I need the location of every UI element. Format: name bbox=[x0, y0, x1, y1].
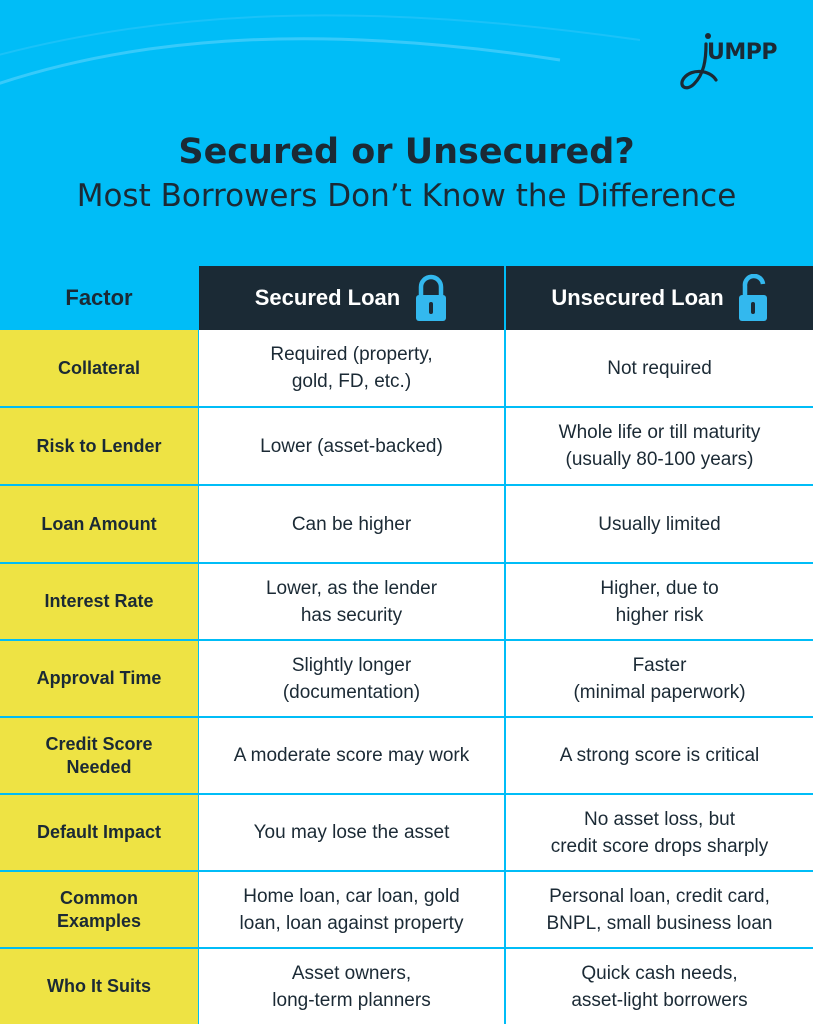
table-row: Default Impact You may lose the asset No a… bbox=[0, 795, 813, 870]
cell-text: Loan Amount bbox=[41, 513, 157, 534]
table-row: Credit Score Needed A moderate score may … bbox=[0, 718, 813, 793]
cell-secured: Slightly longer (documentation) bbox=[199, 641, 504, 716]
cell-unsecured: Higher, due to higher risk bbox=[506, 564, 813, 639]
cell-text: Asset owners, long-term planners bbox=[272, 962, 431, 1011]
cell-factor: Risk to Lender bbox=[0, 408, 198, 484]
jumpp-logo-icon bbox=[680, 33, 718, 90]
header-secured-loan: Secured Loan bbox=[199, 266, 504, 330]
cell-text: Credit Score Needed bbox=[45, 733, 153, 777]
cell-factor: Who It Suits bbox=[0, 949, 198, 1024]
page-title: Secured or Unsecured? bbox=[178, 132, 635, 172]
header-factor: Factor bbox=[65, 285, 133, 310]
cell-factor: Default Impact bbox=[0, 795, 198, 870]
logo-text: UMPP bbox=[707, 40, 778, 65]
cell-unsecured: Usually limited bbox=[506, 486, 813, 562]
cell-secured: A moderate score may work bbox=[199, 718, 504, 793]
table-row: Loan Amount Can be higher Usually limited bbox=[0, 486, 813, 562]
cell-text: Who It Suits bbox=[47, 976, 151, 996]
cell-unsecured: Personal loan, credit card, BNPL, small … bbox=[506, 872, 813, 947]
cell-text: A moderate score may work bbox=[233, 745, 470, 766]
cell-text: Lower (asset-backed) bbox=[260, 435, 443, 457]
cell-text: Can be higher bbox=[291, 513, 412, 535]
cell-unsecured: Whole life or till maturity (usually 80-… bbox=[506, 408, 813, 484]
header-unsecured-loan: Unsecured Loan bbox=[506, 266, 813, 330]
comparison-table: Collateral Required (property, gold, FD, … bbox=[0, 330, 813, 1024]
table-row: Risk to Lender Lower (asset-backed) Whole … bbox=[0, 408, 813, 484]
table-row: Interest Rate Lower, as the lender has se… bbox=[0, 564, 813, 639]
cell-secured: Lower, as the lender has security bbox=[199, 564, 504, 639]
cell-text: Quick cash needs, asset-light borrowers bbox=[571, 962, 748, 1011]
cell-factor: Credit Score Needed bbox=[0, 718, 198, 793]
cell-text: Home loan, car loan, gold loan, loan aga… bbox=[239, 885, 464, 934]
padlock-closed-icon bbox=[416, 274, 447, 321]
table-row: Approval Time Slightly longer (documentat… bbox=[0, 641, 813, 716]
cell-unsecured: Not required bbox=[506, 330, 813, 406]
cell-factor: Approval Time bbox=[0, 641, 198, 716]
cell-text: Common Examples bbox=[56, 887, 142, 931]
padlock-open-icon bbox=[738, 274, 767, 321]
cell-secured: Home loan, car loan, gold loan, loan aga… bbox=[199, 872, 504, 947]
decorative-swoosh bbox=[0, 14, 641, 85]
table-row: Collateral Required (property, gold, FD, … bbox=[0, 330, 813, 406]
cell-text: No asset loss, but credit score drops sh… bbox=[550, 808, 769, 857]
cell-unsecured: Quick cash needs, asset-light borrowers bbox=[506, 949, 813, 1024]
cell-text: Personal loan, credit card, BNPL, small … bbox=[546, 885, 773, 934]
cell-text: Not required bbox=[607, 357, 712, 379]
cell-unsecured: A strong score is critical bbox=[506, 718, 813, 793]
header-secured-label: Secured Loan bbox=[254, 285, 401, 310]
cell-text: Approval Time bbox=[36, 668, 162, 688]
cell-text: Faster (minimal paperwork) bbox=[573, 654, 746, 703]
cell-secured: Required (property, gold, FD, etc.) bbox=[199, 330, 504, 406]
cell-text: A strong score is critical bbox=[559, 745, 760, 766]
cell-unsecured: No asset loss, but credit score drops sh… bbox=[506, 795, 813, 870]
cell-secured: Lower (asset-backed) bbox=[199, 408, 504, 484]
page-subtitle: Most Borrowers Don’t Know the Difference bbox=[76, 178, 737, 214]
cell-text: Lower, as the lender has security bbox=[265, 577, 438, 626]
cell-factor: Interest Rate bbox=[0, 564, 198, 639]
cell-factor: Loan Amount bbox=[0, 486, 198, 562]
cell-secured: Can be higher bbox=[199, 486, 504, 562]
cell-secured: You may lose the asset bbox=[199, 795, 504, 870]
cell-factor: Common Examples bbox=[0, 872, 198, 947]
cell-text: Required (property, gold, FD, etc.) bbox=[270, 344, 433, 392]
cell-unsecured: Faster (minimal paperwork) bbox=[506, 641, 813, 716]
header-unsecured-label: Unsecured Loan bbox=[551, 285, 724, 310]
cell-text: Interest Rate bbox=[44, 591, 154, 611]
table-row: Common Examples Home loan, car loan, gold… bbox=[0, 872, 813, 947]
cell-secured: Asset owners, long-term planners bbox=[199, 949, 504, 1024]
cell-factor: Collateral bbox=[0, 330, 198, 406]
cell-text: Usually limited bbox=[598, 513, 721, 535]
cell-text: Collateral bbox=[57, 357, 141, 378]
cell-text: Risk to Lender bbox=[36, 435, 162, 456]
cell-text: Whole life or till maturity (usually 80-… bbox=[558, 422, 761, 470]
cell-text: Higher, due to higher risk bbox=[600, 577, 719, 626]
cell-text: Slightly longer (documentation) bbox=[282, 654, 421, 703]
cell-text: Default Impact bbox=[36, 822, 162, 842]
table-row: Who It Suits Asset owners, long-term plan… bbox=[0, 949, 813, 1024]
cell-text: You may lose the asset bbox=[253, 822, 450, 843]
